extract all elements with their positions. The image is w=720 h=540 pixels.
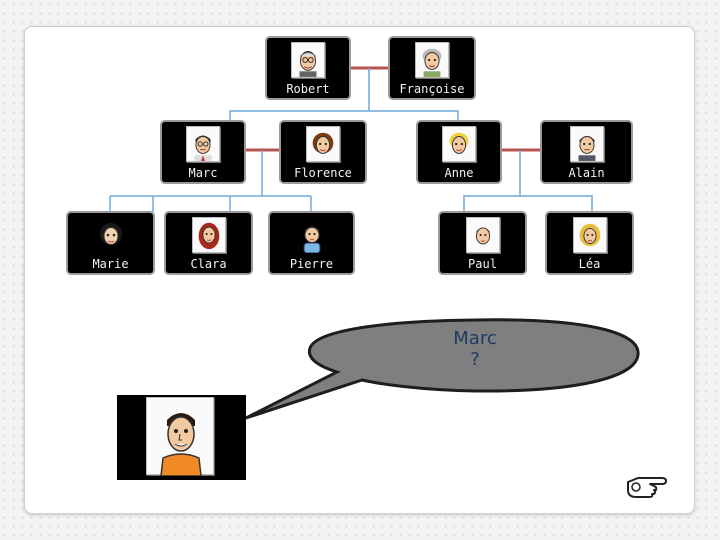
speech-bubble-text: Marc ? [420, 328, 530, 370]
descent-line-grandparents [229, 68, 370, 122]
person-name: Léa [547, 256, 632, 273]
speech-line-name: Marc [453, 328, 497, 349]
woman-brown-hair-icon [306, 126, 340, 162]
man-glasses-tie-icon [186, 126, 220, 162]
person-card-alain[interactable]: Alain [540, 120, 633, 184]
person-name: Robert [267, 81, 349, 98]
person-card-anne[interactable]: Anne [416, 120, 502, 184]
girl-red-hair-icon [191, 217, 226, 253]
person-name: Florence [281, 165, 365, 182]
old-man-glasses-icon [291, 42, 325, 78]
person-name: Françoise [390, 81, 474, 98]
person-card-francoise[interactable]: Françoise [388, 36, 476, 100]
old-woman-icon [415, 42, 449, 78]
girl-blonde-icon [572, 217, 607, 253]
pointing-hand-icon[interactable] [624, 470, 668, 502]
person-name: Marc [162, 165, 244, 182]
person-name: Marie [68, 256, 153, 273]
person-name: Alain [542, 165, 631, 182]
person-name: Clara [166, 256, 251, 273]
person-name: Pierre [270, 256, 353, 273]
speech-bubble [245, 318, 640, 420]
woman-blonde-icon [442, 126, 476, 162]
person-card-clara[interactable]: Clara [164, 211, 253, 275]
boy-blue-shirt-icon [295, 217, 329, 253]
person-card-pierre[interactable]: Pierre [268, 211, 355, 275]
person-name: Paul [440, 256, 525, 273]
person-card-robert[interactable]: Robert [265, 36, 351, 100]
speech-line-question: ? [470, 349, 480, 370]
person-card-marc[interactable]: Marc [160, 120, 246, 184]
person-name: Anne [418, 165, 500, 182]
descent-line-grandparents-2 [369, 110, 459, 122]
person-card-marie[interactable]: Marie [66, 211, 155, 275]
man-orange-shirt-icon [146, 397, 214, 477]
descent-line-anne-alain [463, 150, 521, 212]
man-dark-hair-icon [569, 126, 604, 162]
person-card-florence[interactable]: Florence [279, 120, 367, 184]
person-card-lea[interactable]: Léa [545, 211, 634, 275]
girl-black-hair-icon [94, 217, 128, 253]
boy-brown-hair-icon [465, 217, 500, 253]
person-card-paul[interactable]: Paul [438, 211, 527, 275]
speaker-portrait [117, 395, 246, 480]
